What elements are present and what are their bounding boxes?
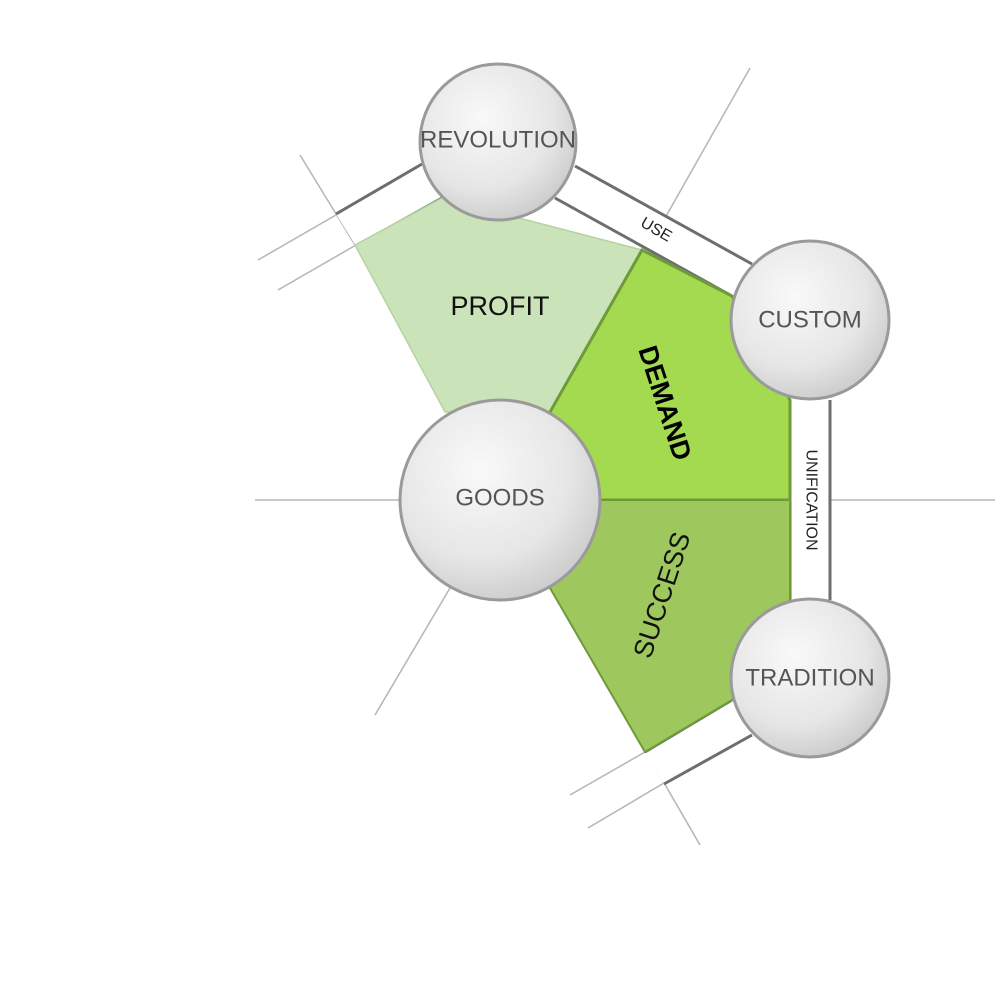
guide-lines	[255, 67, 995, 846]
node-custom: CUSTOM	[729, 239, 891, 401]
node-tradition: TRADITION	[729, 597, 891, 759]
node-label-custom: CUSTOM	[758, 307, 862, 334]
guide-line	[277, 244, 357, 291]
band-edge	[335, 162, 423, 216]
node-circle	[418, 62, 578, 222]
guide-line	[569, 751, 646, 796]
band-edge	[574, 164, 753, 266]
band-use	[555, 166, 752, 296]
guide-line	[374, 587, 451, 716]
node-circle	[398, 398, 602, 602]
guide-line	[257, 214, 337, 261]
node-circle	[729, 597, 891, 759]
guide-line	[664, 67, 751, 219]
node-label-revolution: REVOLUTION	[420, 127, 576, 154]
node-revolution: REVOLUTION	[418, 62, 578, 222]
band-revolution-outer	[336, 164, 442, 246]
node-circle	[729, 239, 891, 401]
connector-label-unification: UNIFICATION	[803, 449, 820, 550]
node-goods: GOODS	[398, 398, 602, 602]
node-label-tradition: TRADITION	[745, 665, 874, 692]
guide-line	[587, 782, 665, 829]
band-edge	[663, 733, 753, 786]
guide-line	[299, 154, 356, 246]
region-label-profit: PROFIT	[451, 291, 550, 321]
band-unification	[790, 400, 830, 600]
band-tradition-outer	[645, 700, 752, 784]
node-label-goods: GOODS	[455, 485, 544, 512]
